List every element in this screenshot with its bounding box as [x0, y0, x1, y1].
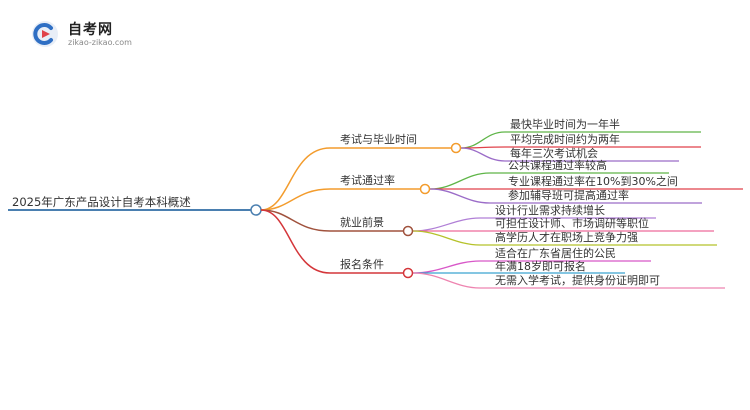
logo-title: 自考网	[68, 22, 113, 38]
leaf-text-2-2: 专业课程通过率在10%到30%之间	[508, 174, 678, 188]
leaf-connector-4-3	[412, 272, 725, 289]
site-logo[interactable]: 自考网 zikao-zikao.com	[30, 17, 170, 53]
leaf-text-3-3: 高学历人才在职场上竞争力强	[495, 230, 638, 244]
leaf-text-2-3: 参加辅导班可提高通过率	[508, 188, 629, 202]
branch-node-2	[419, 183, 431, 195]
leaf-text-1-2: 平均完成时间约为两年	[510, 132, 620, 146]
branch-connector-1	[260, 147, 452, 211]
leaf-text-4-3: 无需入学考试，提供身份证明即可	[495, 273, 660, 287]
root-topic: 2025年广东产品设计自考本科概述	[12, 195, 191, 209]
leaf-connector-1-3	[460, 147, 679, 162]
branch-connector-3	[260, 209, 404, 232]
leaf-text-3-2: 可担任设计师、市场调研等职位	[495, 216, 649, 230]
root-node	[250, 204, 262, 216]
leaf-connector-2-3	[429, 188, 702, 204]
leaf-text-1-1: 最快毕业时间为一年半	[510, 117, 620, 131]
leaf-text-2-1: 公共课程通过率较高	[508, 158, 607, 172]
branch-node-3	[402, 225, 414, 237]
branch-label-4: 报名条件	[340, 257, 384, 271]
branch-node-4	[402, 267, 414, 279]
branch-node-1	[450, 142, 462, 154]
leaf-text-4-1: 适合在广东省居住的公民	[495, 246, 616, 260]
branch-label-2: 考试通过率	[340, 173, 395, 187]
leaf-text-3-1: 设计行业需求持续增长	[495, 203, 605, 217]
branch-connector-4	[260, 209, 404, 274]
leaf-text-4-2: 年满18岁即可报名	[495, 259, 586, 273]
branch-connector-2	[260, 188, 421, 211]
logo-icon	[32, 21, 58, 47]
logo-subtitle: zikao-zikao.com	[68, 38, 132, 47]
leaf-text-1-3: 每年三次考试机会	[510, 146, 598, 160]
branch-label-3: 就业前景	[340, 215, 384, 229]
leaf-connector-3-3	[412, 230, 717, 246]
branch-label-1: 考试与毕业时间	[340, 133, 417, 146]
